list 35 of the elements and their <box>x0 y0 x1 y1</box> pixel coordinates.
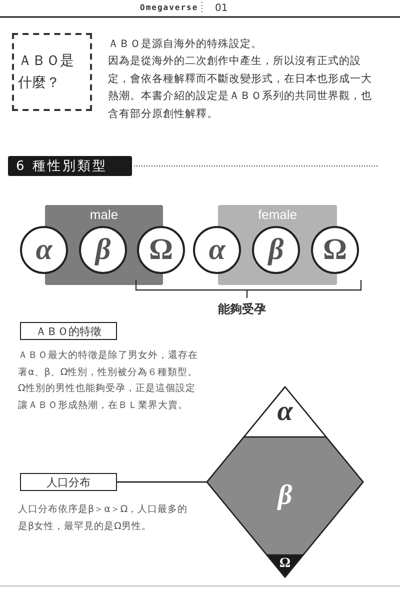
diamond-section <box>207 437 363 555</box>
greek-letter: α <box>277 398 293 426</box>
greek-letter: Ω <box>322 233 348 267</box>
section-header-band <box>8 156 132 176</box>
body-paragraph: 人口分布依序是β＞α＞Ω，人口最多的是β女性，最罕見的是Ω男性。 <box>18 503 188 534</box>
greek-letter: Ω <box>279 557 291 571</box>
greek-letter: β <box>278 482 292 510</box>
gender-circle <box>252 226 300 274</box>
body-paragraph: ＡＢＯ最大的特徵是除了男女外，還存在著α、β、Ω性別，性別被分為６種類型。Ω性別的男性也能夠受孕，正是這個設定讓ＡＢＯ形成熱潮，在ＢＬ業界大賣。 <box>18 349 198 412</box>
gender-circle <box>20 226 68 274</box>
intro-paragraph: 因為是從海外的二次創作中產生，所以沒有正式的設定，會依各種解釋而不斷改變形式，在日本也形成一大熱潮。本書介紹的設定是ＡＢＯ系列的共同世界觀，也含有部分原創性解釋。 <box>108 54 373 122</box>
topic-box <box>20 473 117 491</box>
gender-circle <box>193 226 241 274</box>
running-header: Omegaverse <box>140 3 198 12</box>
topic-box <box>20 322 117 340</box>
gender-circle <box>137 226 185 274</box>
greek-letter: β <box>268 233 284 267</box>
page-number: 01 <box>215 3 228 14</box>
population-diamond <box>207 387 363 577</box>
greek-letter: β <box>95 233 111 267</box>
connector-line <box>117 481 207 483</box>
topic-title: ＡＢＯ的特徵 <box>36 324 102 338</box>
greek-letter: α <box>36 233 52 267</box>
bracket-label: 能夠受孕 <box>218 301 266 318</box>
question-box <box>12 33 92 111</box>
group-label: male <box>88 207 120 222</box>
greek-letter: α <box>208 233 226 267</box>
heading-text: ＡＢＯ是什麼？ <box>18 52 75 93</box>
greek-letter: Ω <box>148 233 174 267</box>
section-title: 6 種性別類型 <box>16 158 108 175</box>
intro-paragraph: ＡＢＯ是源自海外的特殊設定。 <box>108 37 263 52</box>
topic-title: 人口分布 <box>46 474 90 490</box>
gender-circle <box>79 226 127 274</box>
gender-circle <box>311 226 359 274</box>
group-label: female <box>256 207 298 222</box>
